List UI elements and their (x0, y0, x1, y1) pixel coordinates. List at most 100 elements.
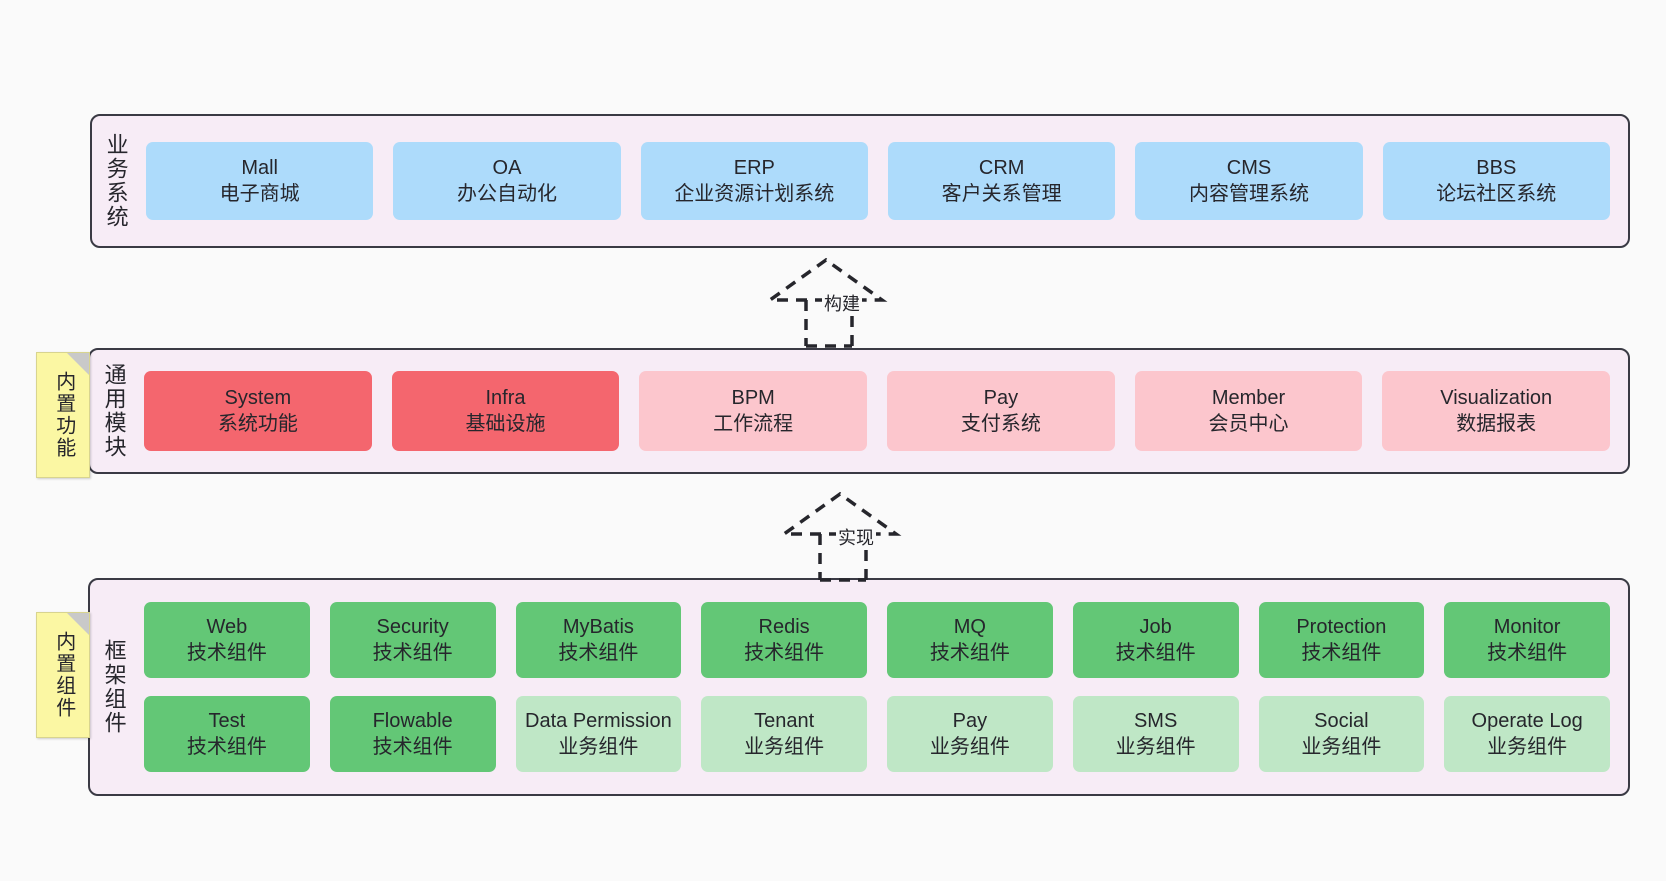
module-card-title: SMS (1133, 709, 1178, 732)
module-card-title: BPM (731, 386, 775, 409)
connector-build: 构建 (760, 256, 910, 348)
module-card-system[interactable]: System 系统功能 (144, 371, 372, 451)
module-card-title: Job (1139, 615, 1172, 638)
layer-body-common-module: System 系统功能 Infra 基础设施 BPM 工作流程 Pay 支付系统… (138, 350, 1628, 472)
module-card-subtitle: 业务组件 (1301, 736, 1382, 758)
module-card-title: CRM (978, 156, 1025, 179)
module-card-title: Data Permission (525, 709, 672, 732)
module-card-mq[interactable]: MQ 技术组件 (887, 602, 1053, 678)
module-card-tenant[interactable]: Tenant 业务组件 (701, 696, 867, 772)
module-card-subtitle: 电子商城 (219, 183, 300, 205)
module-card-subtitle: 业务组件 (558, 736, 639, 758)
module-card-title: Infra (485, 386, 526, 409)
module-card-title: Member (1211, 386, 1286, 409)
layer-title-business-system: 业务系统 (103, 133, 129, 229)
module-card-protection[interactable]: Protection 技术组件 (1258, 602, 1425, 678)
module-card-subtitle: 业务组件 (1487, 736, 1568, 758)
module-card-subtitle: 数据报表 (1456, 413, 1537, 435)
module-card-title: Operate Log (1471, 709, 1583, 732)
module-card-subtitle: 企业资源计划系统 (674, 183, 835, 205)
folded-corner-icon (67, 613, 89, 635)
layer-row: Test 技术组件 Flowable 技术组件 Data Permission … (144, 696, 1610, 772)
module-card-title: Pay (983, 386, 1019, 409)
module-card-title: Social (1314, 709, 1369, 732)
module-card-title: Protection (1296, 615, 1387, 638)
sticky-note-label: 内置组件 (52, 631, 75, 719)
module-card-subtitle: 技术组件 (744, 642, 825, 664)
module-card-subtitle: 技术组件 (186, 736, 267, 758)
module-card-bpm[interactable]: BPM 工作流程 (639, 371, 868, 451)
module-card-title: System (224, 386, 292, 409)
module-card-title: Redis (758, 615, 810, 638)
module-card-subtitle: 技术组件 (1115, 642, 1196, 664)
module-card-mall[interactable]: Mall 电子商城 (146, 142, 374, 220)
module-card-title: Tenant (754, 709, 815, 732)
module-card-flowable[interactable]: Flowable 技术组件 (329, 696, 496, 772)
module-card-subtitle: 技术组件 (1301, 642, 1382, 664)
module-card-subtitle: 业务组件 (929, 736, 1010, 758)
module-card-oa[interactable]: OA 办公自动化 (393, 142, 621, 220)
connector-implement-label: 实现 (836, 524, 876, 550)
module-card-cms[interactable]: CMS 内容管理系统 (1135, 142, 1363, 220)
module-card-title: MyBatis (562, 615, 634, 638)
module-card-monitor[interactable]: Monitor 技术组件 (1444, 602, 1610, 678)
module-card-title: Visualization (1440, 386, 1553, 409)
module-card-subtitle: 技术组件 (929, 642, 1010, 664)
module-card-title: CMS (1226, 156, 1272, 179)
module-card-subtitle: 办公自动化 (456, 183, 557, 205)
module-card-subtitle: 技术组件 (372, 736, 453, 758)
module-card-subtitle: 技术组件 (372, 642, 453, 664)
module-card-subtitle: 技术组件 (558, 642, 639, 664)
layer-body-business-system: Mall 电子商城 OA 办公自动化 ERP 企业资源计划系统 CRM 客户关系… (140, 116, 1628, 246)
module-card-infra[interactable]: Infra 基础设施 (391, 371, 620, 451)
module-card-job[interactable]: Job 技术组件 (1072, 602, 1239, 678)
module-card-title: Web (206, 615, 248, 638)
layer-panel-framework-component: 框架组件 Web 技术组件 Security 技术组件 MyBatis 技术组件… (88, 578, 1630, 796)
module-card-subtitle: 会员中心 (1208, 413, 1289, 435)
module-card-mybatis[interactable]: MyBatis 技术组件 (515, 602, 682, 678)
module-card-operate-log[interactable]: Operate Log 业务组件 (1444, 696, 1610, 772)
module-card-title: Mall (241, 156, 278, 179)
module-card-visualization[interactable]: Visualization 数据报表 (1382, 371, 1611, 451)
layer-panel-common-module: 通用模块 System 系统功能 Infra 基础设施 BPM 工作流程 Pay… (88, 348, 1630, 474)
module-card-title: Flowable (372, 709, 453, 732)
module-card-web[interactable]: Web 技术组件 (144, 602, 310, 678)
module-card-bbs[interactable]: BBS 论坛社区系统 (1382, 142, 1610, 220)
module-card-title: BBS (1476, 156, 1517, 179)
module-card-subtitle: 客户关系管理 (941, 183, 1062, 205)
module-card-subtitle: 技术组件 (1487, 642, 1568, 664)
layer-panel-business-system: 业务系统 Mall 电子商城 OA 办公自动化 ERP 企业资源计划系统 CRM… (90, 114, 1630, 248)
layer-title-framework-component: 框架组件 (101, 639, 127, 735)
module-card-erp[interactable]: ERP 企业资源计划系统 (640, 142, 868, 220)
connector-build-label: 构建 (822, 290, 862, 316)
sticky-note-label: 内置功能 (52, 371, 75, 459)
module-card-pay-business[interactable]: Pay 业务组件 (887, 696, 1053, 772)
module-card-social[interactable]: Social 业务组件 (1258, 696, 1425, 772)
module-card-subtitle: 支付系统 (960, 413, 1041, 435)
module-card-subtitle: 工作流程 (713, 413, 794, 435)
layer-body-framework-component: Web 技术组件 Security 技术组件 MyBatis 技术组件 Redi… (138, 580, 1628, 794)
module-card-title: Pay (952, 709, 988, 732)
module-card-redis[interactable]: Redis 技术组件 (701, 602, 867, 678)
module-card-security[interactable]: Security 技术组件 (329, 602, 496, 678)
sticky-note-builtin-function: 内置功能 (36, 352, 90, 478)
module-card-sms[interactable]: SMS 业务组件 (1072, 696, 1239, 772)
module-card-data-permission[interactable]: Data Permission 业务组件 (515, 696, 682, 772)
module-card-title: Test (208, 709, 246, 732)
layer-row: Web 技术组件 Security 技术组件 MyBatis 技术组件 Redi… (144, 602, 1610, 678)
folded-corner-icon (67, 353, 89, 375)
module-card-subtitle: 内容管理系统 (1188, 183, 1309, 205)
layer-row: Mall 电子商城 OA 办公自动化 ERP 企业资源计划系统 CRM 客户关系… (146, 142, 1610, 220)
module-card-crm[interactable]: CRM 客户关系管理 (887, 142, 1116, 220)
connector-implement: 实现 (774, 490, 924, 582)
module-card-title: OA (492, 156, 522, 179)
module-card-subtitle: 技术组件 (186, 642, 267, 664)
module-card-member[interactable]: Member 会员中心 (1134, 371, 1363, 451)
module-card-subtitle: 业务组件 (1115, 736, 1196, 758)
layer-title-common-module: 通用模块 (101, 363, 127, 459)
module-card-pay[interactable]: Pay 支付系统 (887, 371, 1115, 451)
layer-row: System 系统功能 Infra 基础设施 BPM 工作流程 Pay 支付系统… (144, 371, 1611, 451)
module-card-test[interactable]: Test 技术组件 (144, 696, 310, 772)
module-card-subtitle: 基础设施 (465, 413, 546, 435)
